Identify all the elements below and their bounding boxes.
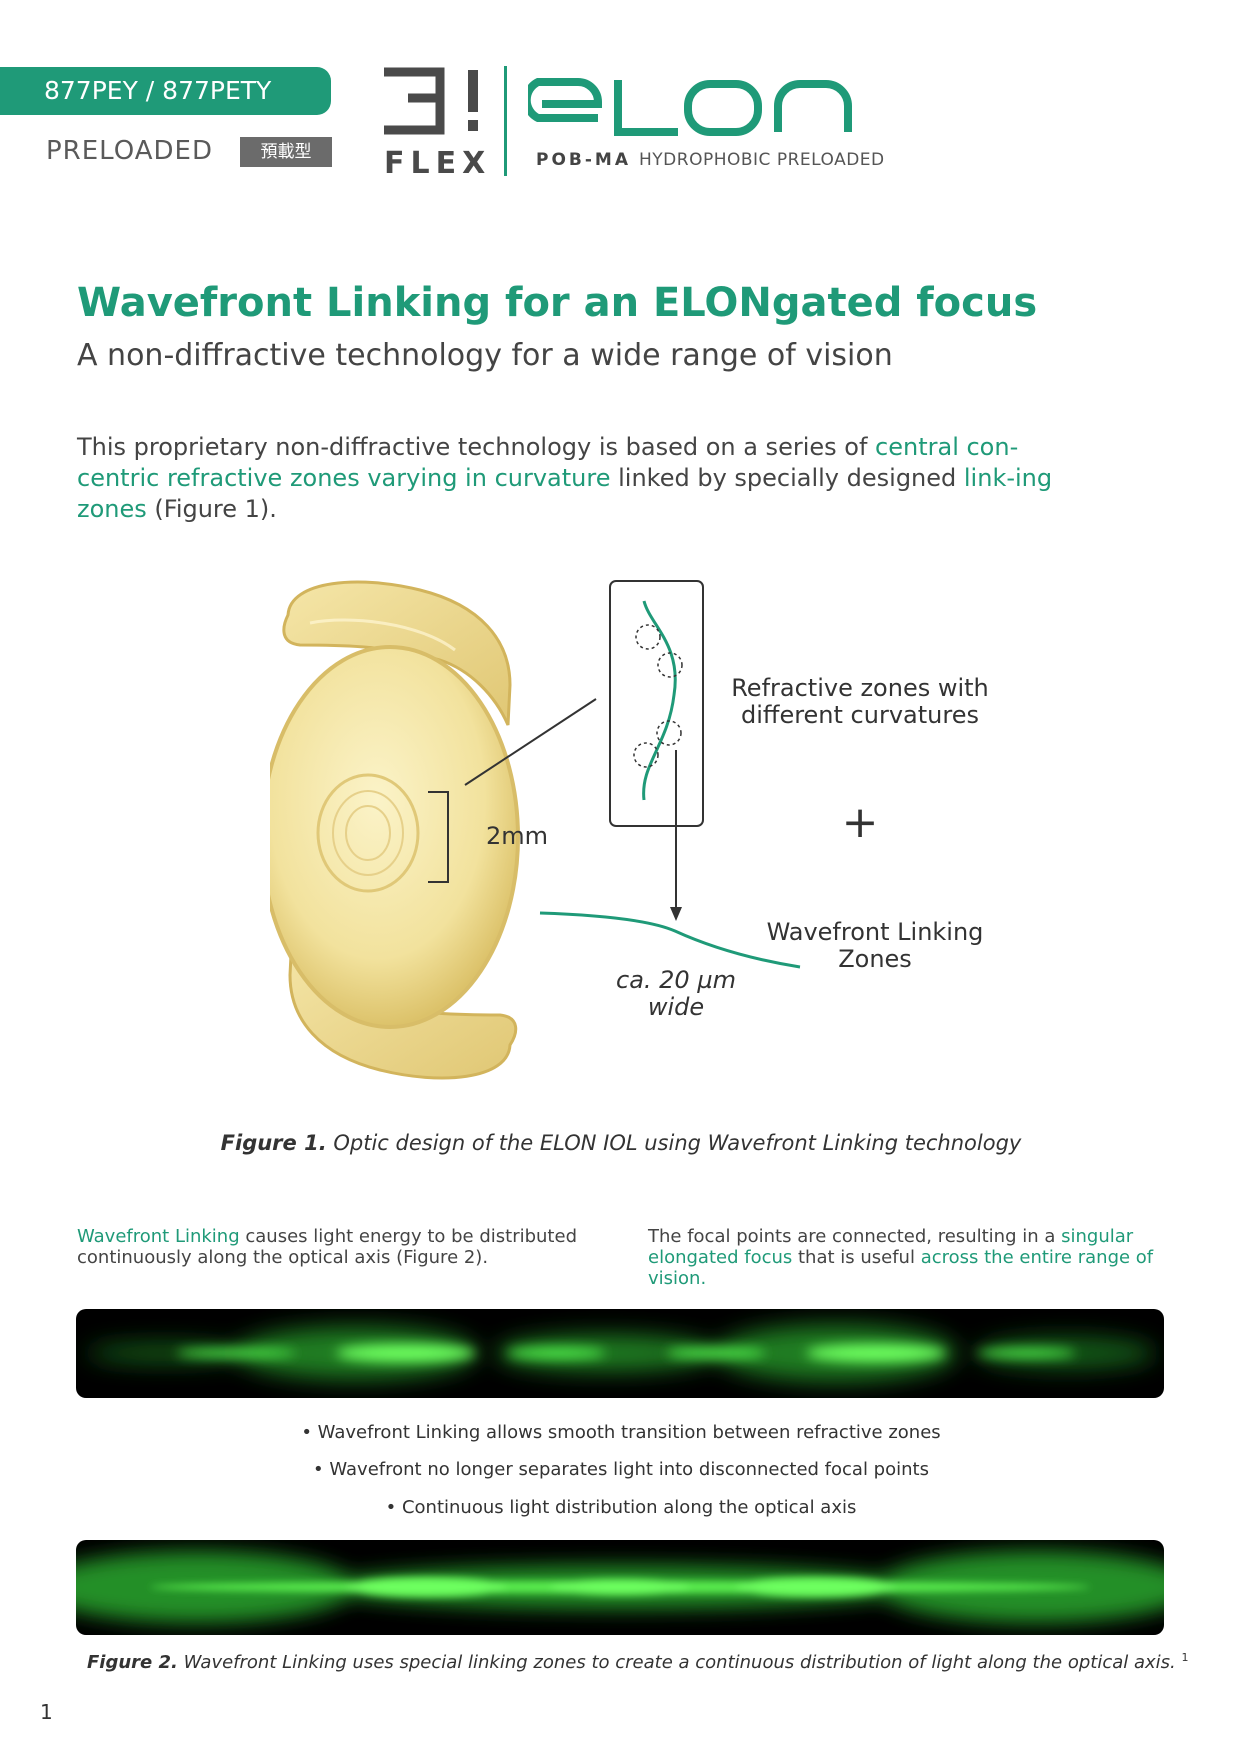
figure-1-caption: Figure 1. Optic design of the ELON IOL u… (0, 1131, 1242, 1155)
right-column-text: The focal points are connected, resultin… (648, 1226, 1158, 1289)
figure-1-diagram: 2mm Refractive zones with different curv… (270, 575, 990, 1095)
left-column-body: causes light energy to be distributed co… (77, 1226, 577, 1268)
bullet-1: • Wavefront Linking allows smooth transi… (301, 1422, 941, 1443)
intro-paragraph: This proprietary non-diffractive technol… (77, 432, 1057, 525)
brand-3-logo (384, 67, 478, 135)
right-column-body-1: The focal points are connected, resultin… (648, 1226, 1062, 1247)
brand-material: POB-MA (536, 150, 631, 170)
intro-text-2: linked by specially designed (610, 464, 964, 492)
intro-highlight-2: link-ing zones (77, 464, 1053, 523)
figure-1-caption-text: Optic design of the ELON IOL using Wavef… (326, 1131, 1022, 1155)
left-column-highlight: Wavefront Linking (77, 1226, 240, 1247)
label-linking-line-2: Zones (838, 945, 912, 973)
bullet-2: • Wavefront no longer separates light in… (313, 1459, 929, 1480)
label-width-line-1: ca. 20 µm (616, 966, 736, 994)
preloaded-cn-badge: 預載型 (240, 137, 332, 167)
label-width-line-2: wide (647, 993, 705, 1021)
label-linking-zones: Wavefront Linking Zones (750, 919, 1000, 973)
light-distribution-band-continuous (76, 1540, 1164, 1635)
brand-tagline: HYDROPHOBIC PRELOADED (639, 150, 885, 170)
brand-elon-logo (528, 78, 852, 136)
intro-text-3: (Figure 1). (146, 495, 277, 523)
figure-2-caption-text: Wavefront Linking uses special linking z… (177, 1652, 1176, 1673)
intro-text-1: This proprietary non-diffractive technol… (77, 433, 876, 461)
figure-2-caption: Figure 2. Wavefront Linking uses special… (87, 1651, 1189, 1673)
label-zone-width: ca. 20 µm wide (596, 967, 756, 1021)
page-number: 1 (40, 1700, 53, 1724)
left-column-text: Wavefront Linking causes light energy to… (77, 1226, 617, 1268)
label-refractive-line-1: Refractive zones with (731, 674, 989, 702)
plus-sign: + (841, 797, 879, 848)
figure-1-caption-label: Figure 1. (220, 1131, 327, 1155)
right-column-body-2: that is useful (792, 1247, 921, 1268)
iol-lens-illustration (270, 580, 801, 1080)
right-column-highlight-1: singular elongated focus (648, 1226, 1134, 1268)
intro-highlight-1: central con-centric refractive zones var… (77, 433, 1019, 492)
label-2mm: 2mm (486, 822, 549, 850)
model-codes-tab: 877PEY / 877PETY (0, 67, 331, 115)
page-subtitle: A non-diffractive technology for a wide … (77, 338, 893, 373)
brand-flex-text: FLEX (384, 146, 492, 181)
light-distribution-band-discrete (76, 1309, 1164, 1398)
band-1-glow (86, 1325, 1156, 1381)
right-column-highlight-2: across the entire range of vision. (648, 1247, 1154, 1289)
label-refractive-line-2: different curvatures (741, 701, 979, 729)
brand-subtitle: POB-MA HYDROPHOBIC PRELOADED (536, 150, 885, 170)
figure-2-footnote-ref: 1 (1181, 1651, 1189, 1664)
page-title: Wavefront Linking for an ELONgated focus (77, 280, 1038, 326)
brand-divider (504, 66, 507, 176)
label-linking-line-1: Wavefront Linking (766, 918, 984, 946)
preloaded-label: PRELOADED (46, 136, 213, 166)
bullet-3: • Continuous light distribution along th… (385, 1497, 857, 1518)
band-2-glow (76, 1551, 1164, 1623)
figure-2-caption-label: Figure 2. (87, 1652, 178, 1673)
label-refractive-zones: Refractive zones with different curvatur… (725, 675, 995, 729)
